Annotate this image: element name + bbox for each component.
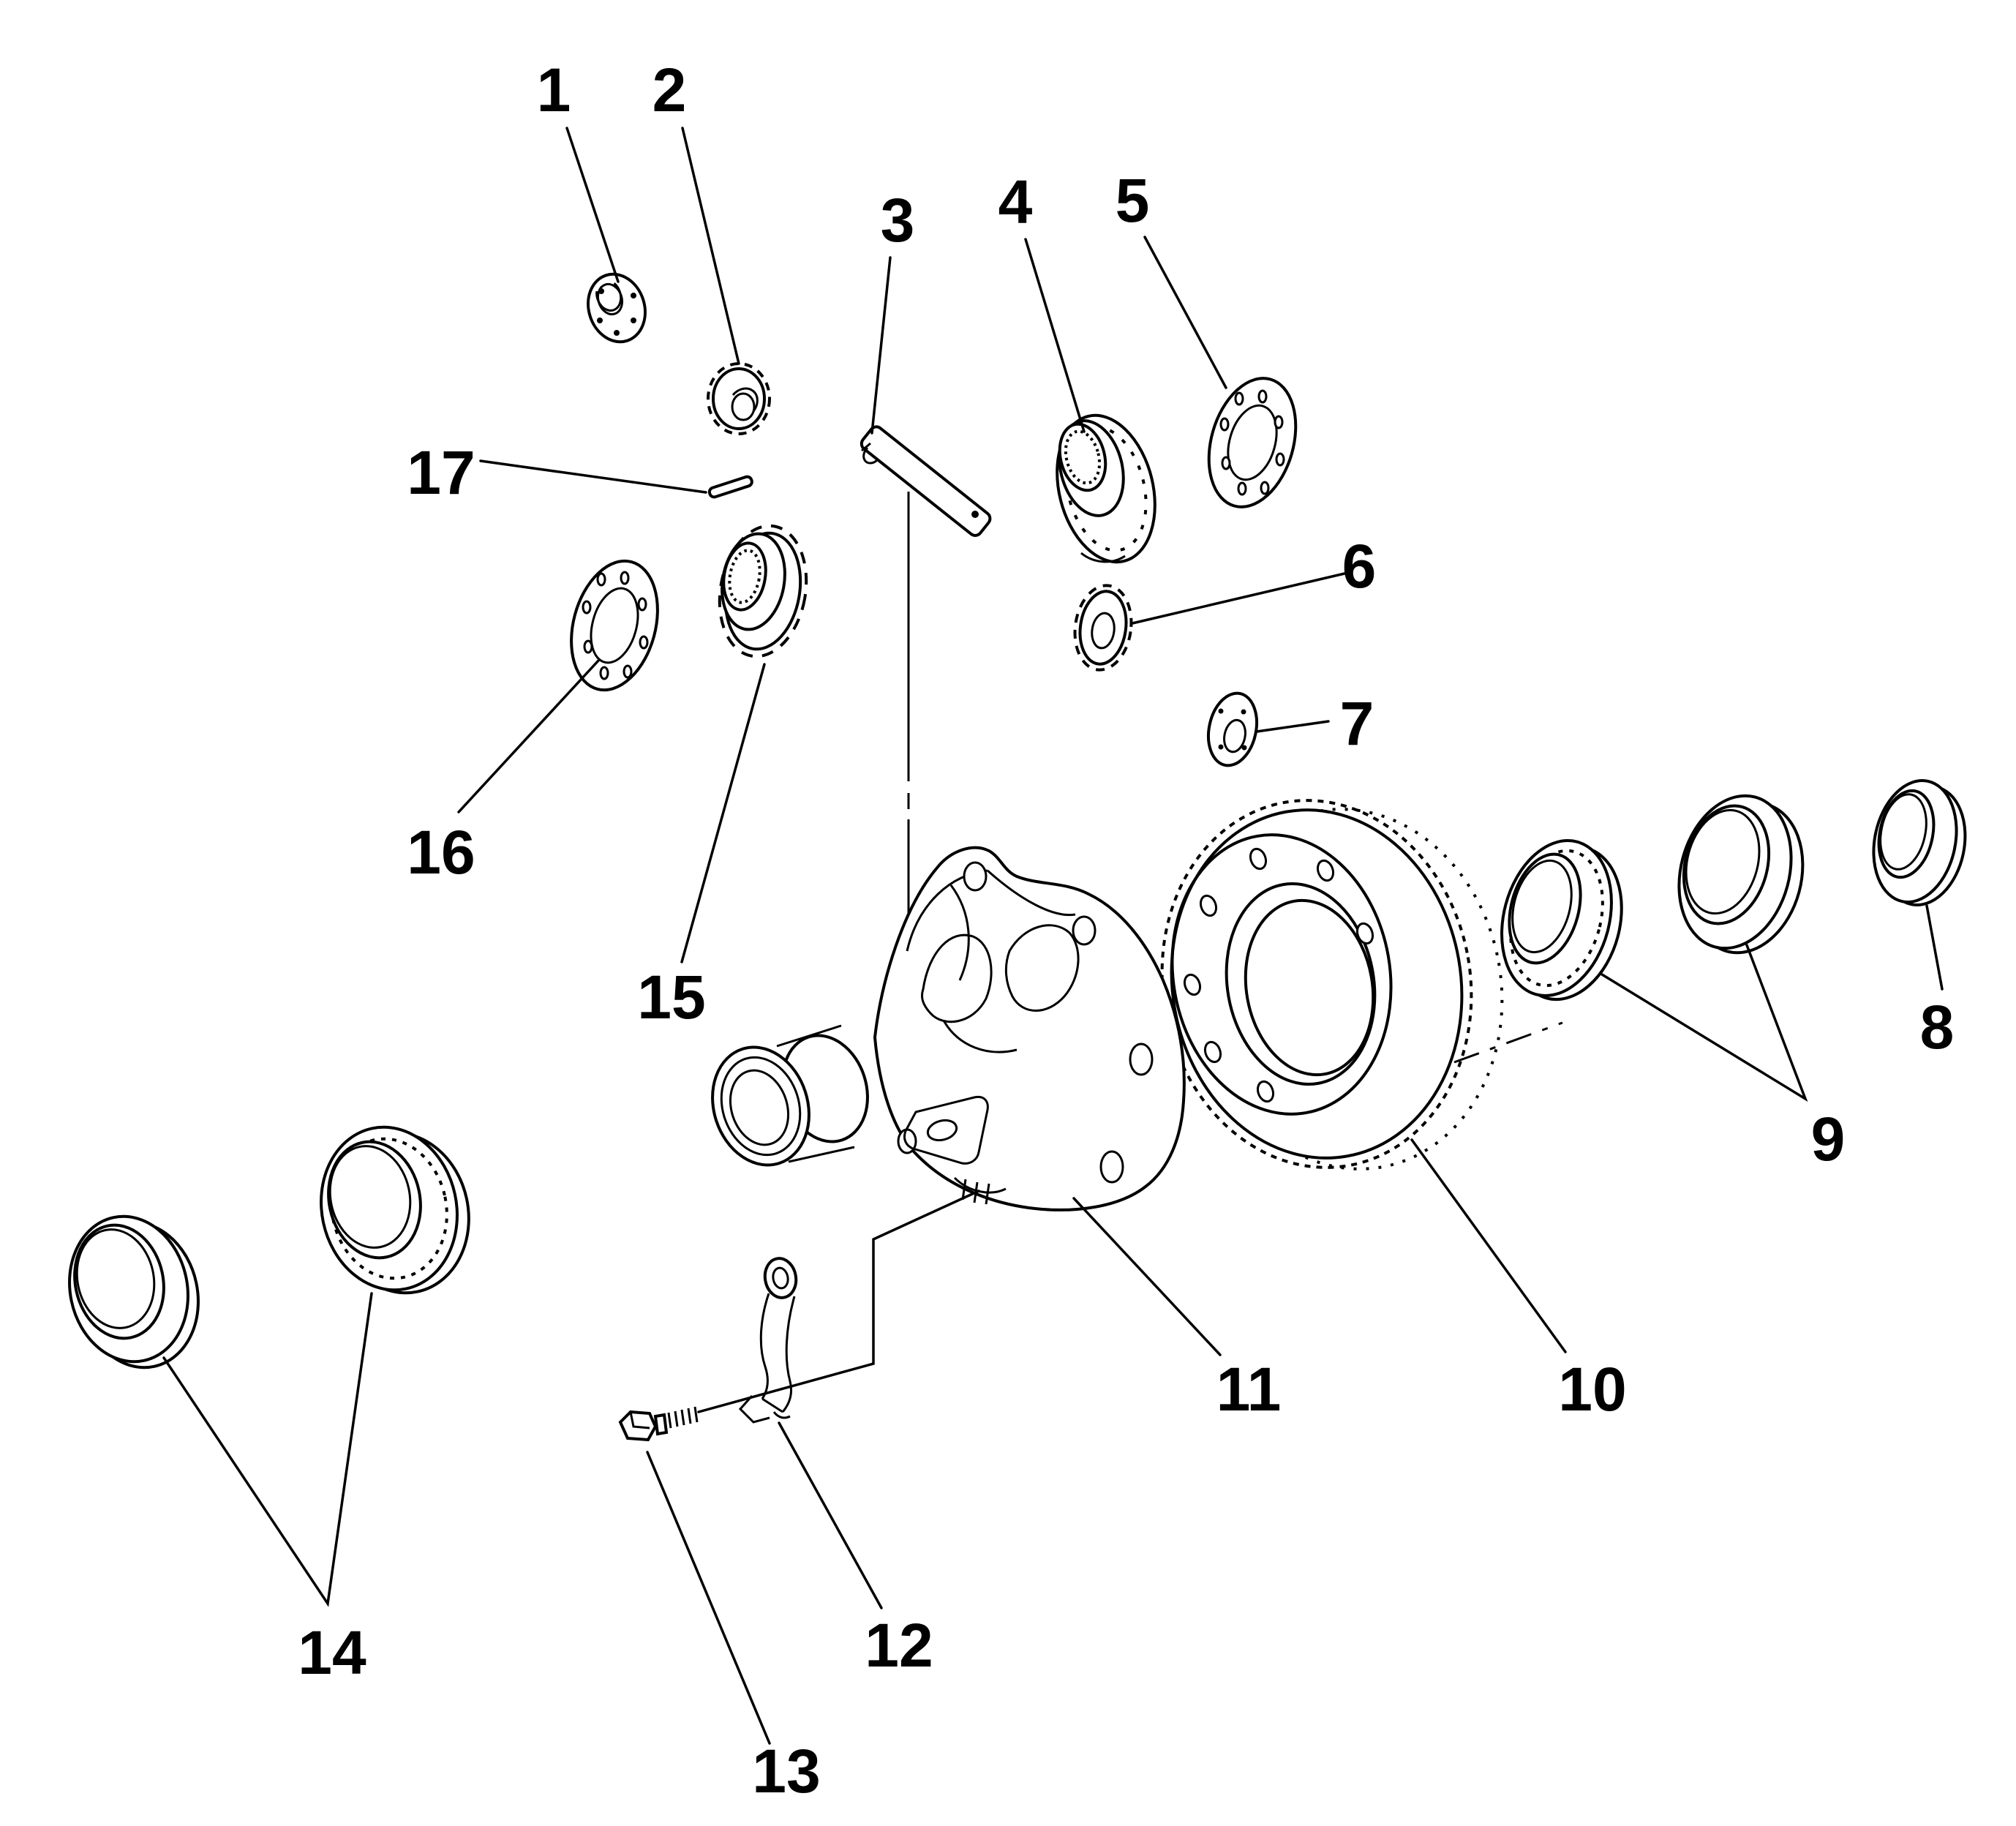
part-11-differential-case <box>711 846 1186 1211</box>
callout-14: 14 <box>298 1618 366 1687</box>
callout-16: 16 <box>407 818 475 887</box>
leader-lines <box>162 127 1944 1745</box>
part-5-thrust-washer <box>1207 377 1298 508</box>
callout-6: 6 <box>1342 532 1377 601</box>
part-15-side-gear <box>718 524 808 658</box>
callout-10: 10 <box>1558 1355 1626 1424</box>
part-14-bearing-and-race <box>68 1125 470 1370</box>
attachment-step-line <box>697 1190 980 1413</box>
callout-9: 9 <box>1811 1105 1846 1173</box>
part-8-seal <box>1872 779 1967 907</box>
part-17-pin <box>707 475 753 499</box>
callout-13: 13 <box>752 1737 820 1806</box>
callout-4: 4 <box>998 168 1033 236</box>
callout-3: 3 <box>881 186 915 255</box>
callout-15: 15 <box>637 963 705 1032</box>
part-10-ring-gear <box>1160 799 1504 1171</box>
part-9-bearing-and-race <box>1500 794 1805 1002</box>
callout-labels: 1 2 3 4 5 6 7 8 9 10 11 12 13 14 15 16 1… <box>298 56 1954 1806</box>
part-1-thrust-washer <box>587 272 647 344</box>
callout-2: 2 <box>652 56 687 124</box>
part-6-lock-plate <box>1073 584 1133 672</box>
callout-11: 11 <box>1216 1355 1282 1424</box>
callout-17: 17 <box>407 438 475 507</box>
part-16-thrust-washer <box>570 559 659 692</box>
callout-12: 12 <box>865 1611 933 1680</box>
part-7-washer <box>1207 691 1258 767</box>
part-12-retainer-bracket <box>738 1257 798 1424</box>
callout-7: 7 <box>1340 689 1374 758</box>
axis-dash-line <box>1453 1021 1563 1064</box>
callout-1: 1 <box>537 56 571 124</box>
callout-8: 8 <box>1920 993 1955 1062</box>
part-3-pinion-shaft <box>860 425 992 1062</box>
callout-5: 5 <box>1116 166 1150 235</box>
part-13-bolt <box>618 1406 699 1442</box>
part-4-side-gear <box>1056 413 1156 564</box>
part-2-pinion-gear <box>707 362 771 435</box>
